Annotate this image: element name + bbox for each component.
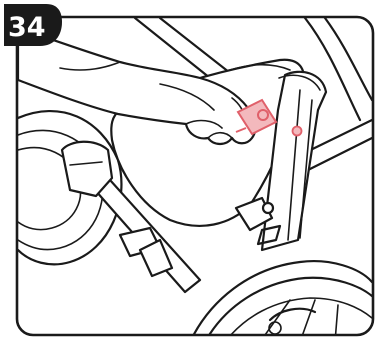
step-badge: 34 <box>4 4 62 46</box>
step-number: 34 <box>8 12 46 43</box>
rivet-highlight <box>293 127 302 136</box>
